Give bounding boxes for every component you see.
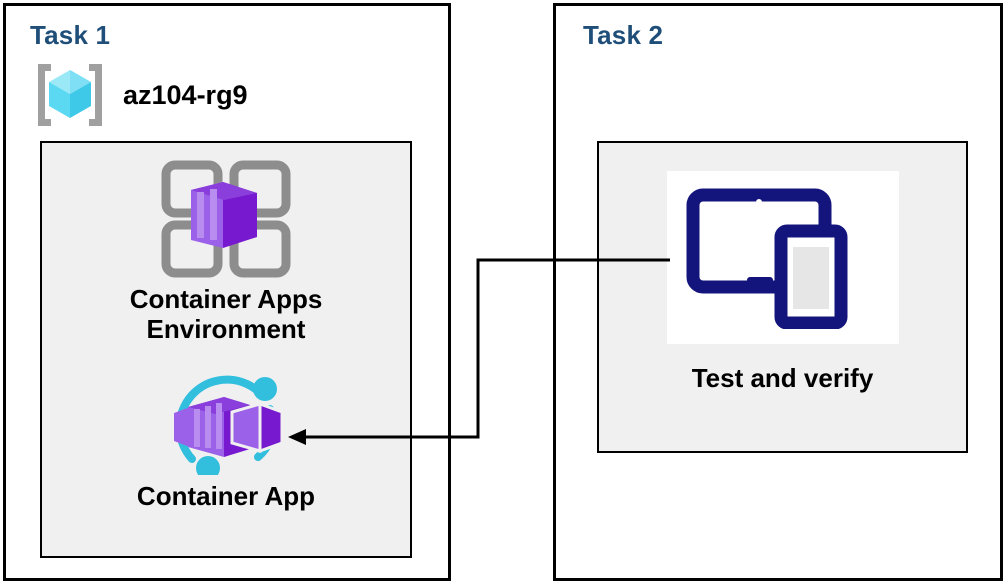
task-2-title: Task 2 [583, 20, 664, 50]
container-app-label: Container App [136, 481, 316, 511]
container-apps-environment-block: Container Apps Environment [42, 160, 410, 344]
test-and-verify-block: Test and verify [599, 171, 966, 394]
resource-group-label: az104-rg9 [123, 79, 248, 110]
task-1-title: Task 1 [30, 20, 111, 50]
test-and-verify-tile [666, 171, 899, 344]
container-apps-environment-icon [161, 160, 291, 278]
test-and-verify-label: Test and verify [691, 363, 874, 393]
container-apps-environment-label: Container Apps Environment [129, 284, 323, 345]
task-2-resource-container: Test and verify [597, 141, 968, 453]
test-and-verify-devices-icon [686, 188, 847, 329]
resource-group-row: az104-rg9 [33, 60, 248, 130]
container-app-block: Container App [42, 371, 410, 511]
task-1-resource-container: Container Apps Environment [40, 141, 412, 558]
container-app-icon [174, 375, 284, 475]
azure-resource-group-icon [38, 64, 102, 126]
